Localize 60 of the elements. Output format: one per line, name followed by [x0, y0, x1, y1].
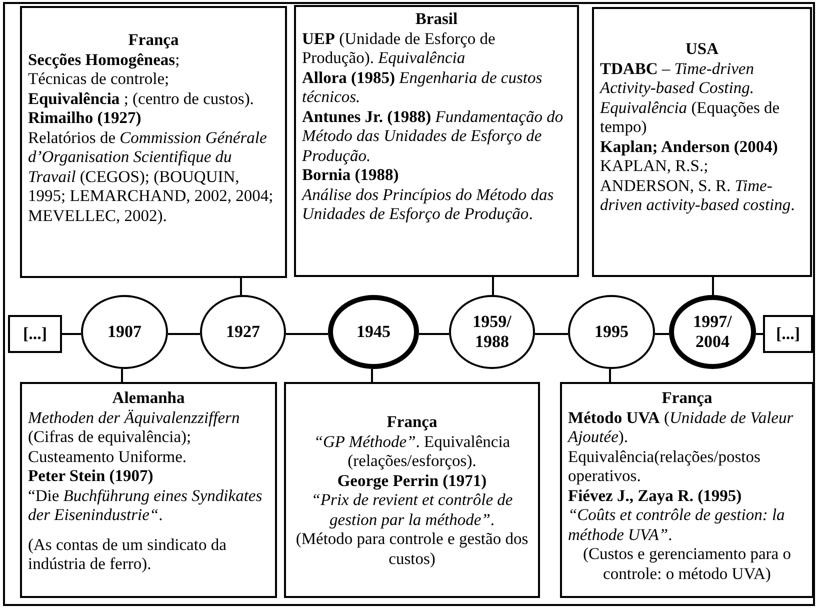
- author-label: Fiévez J., Zaya R. (1995): [568, 486, 743, 505]
- entry-text: TDABC – Time-driven Activity-based Costing. Equivalência (Equações de tempo): [600, 58, 781, 136]
- entry-text: Allora (1985) Engenharia de custos técnicos.: [302, 68, 544, 106]
- entry-text: Técnicas de controle;: [28, 69, 170, 88]
- year-label: 1907: [106, 322, 142, 342]
- connector-line: [609, 368, 611, 382]
- entry-text: Método UVA (Unidade de Valeur Ajoutée). Equivalência(relações/postos operativos.: [568, 408, 794, 486]
- year-label: 1945: [356, 322, 392, 342]
- year-label: 1997/ 2004: [692, 312, 733, 352]
- ellipsis-label: [...]: [776, 324, 800, 344]
- year-label: 1927: [225, 322, 261, 342]
- heading: Brasil: [414, 9, 459, 28]
- text-box: [592, 7, 812, 277]
- connector-line: [62, 333, 81, 335]
- author-label: Bornia (1988): [302, 165, 400, 184]
- text-box: [20, 382, 277, 598]
- entry-text: Antunes Jr. (1988) Fundamentação do Método das Unidades de Esforço de Produção.: [302, 106, 564, 165]
- entry-text: “Die Buchführung eines Syndikates der Eisenindustrie“.: [28, 486, 264, 524]
- author-label: Peter Stein (1907): [28, 466, 154, 486]
- connector-line: [286, 333, 328, 335]
- ellipsis-box: [8, 315, 62, 353]
- entry-text: Relatórios de Commission Générale d’Organisation Scientifique du Travail (CEGOS); (BOUQUIN, 1995; LEMARCHAND, 2002, 2004; MEVELLEC, 2002).: [28, 128, 274, 225]
- connector-line: [371, 368, 373, 382]
- entry-text: “Coûts et contrôle de gestion: la méthode UVA”.: [568, 505, 786, 544]
- entry-text: Análise dos Princípios do Método das Unidades de Esforço de Produção.: [302, 184, 555, 224]
- text-box: [560, 382, 814, 598]
- entry-text: “Prix de revient et contrôle de gestion par la méthode”.: [310, 490, 514, 529]
- heading: França: [660, 388, 714, 408]
- text-box: [284, 382, 540, 598]
- entry-text: “GP Méthode”. Equivalência (relações/esforços).: [312, 432, 512, 470]
- connector-line: [121, 368, 123, 382]
- entry-text: UEP (Unidade de Esforço de Produção). Equivalência: [302, 28, 496, 68]
- author-label: Rimailho (1927): [28, 108, 142, 128]
- heading: França: [386, 412, 438, 432]
- ellipsis-box: [763, 315, 813, 353]
- heading: Alemanha: [111, 388, 186, 408]
- connector-line: [168, 333, 200, 335]
- text-box: [20, 6, 287, 278]
- entry-text: Secções Homogêneas;: [28, 50, 181, 69]
- connector-line: [756, 333, 763, 335]
- entry-text: Equivalência ; (centro de custos).: [28, 88, 255, 108]
- entry-text: KAPLAN, R.S.; ANDERSON, S. R. Time-driven activity-based costing.: [600, 156, 796, 214]
- ellipsis-label: [...]: [22, 324, 48, 344]
- entry-text: (Custos e gerenciamento para o controle: o método UVA): [582, 544, 792, 583]
- connector-line: [240, 278, 242, 296]
- year-label: 1959/ 1988: [472, 312, 512, 352]
- heading: USA: [684, 39, 720, 58]
- year-label: 1995: [594, 322, 630, 342]
- entry-text: (As contas de um sindicato da indústria de ferro).: [28, 534, 228, 574]
- author-label: Kaplan; Anderson (2004): [600, 136, 779, 156]
- author-label: George Perrin (1971): [336, 470, 488, 490]
- connector-line: [535, 333, 568, 335]
- connector-line: [712, 277, 714, 295]
- entry-text: Methoden der Äquivalenzziffern (Cifras de equivalência); Custeamento Uniforme.: [28, 408, 241, 466]
- heading: França: [127, 30, 180, 50]
- connector-line: [655, 333, 669, 335]
- text-box: [294, 5, 579, 277]
- entry-text: (Método para controle e gestão dos custos): [294, 529, 530, 568]
- connector-line: [492, 277, 494, 295]
- connector-line: [419, 333, 449, 335]
